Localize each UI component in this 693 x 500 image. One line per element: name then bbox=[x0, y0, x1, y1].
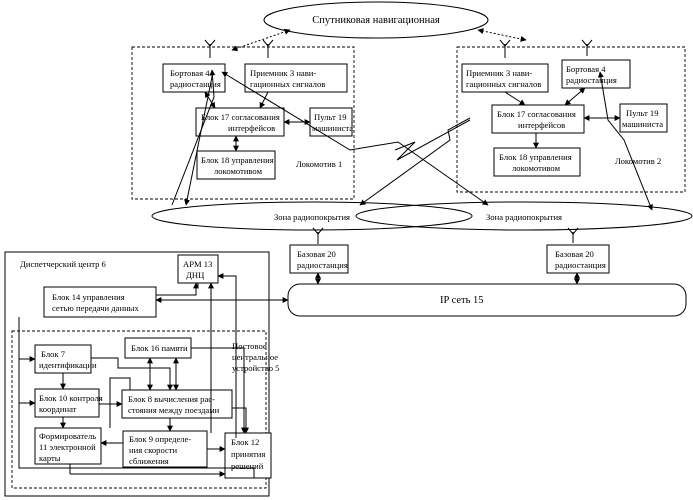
loco2-receiver-line2: гационных сигналов bbox=[466, 79, 541, 89]
coverage-left-label: Зона радиопокрытия bbox=[274, 212, 350, 222]
loco1-interface-block: Блок 17 согласования интерфейсов bbox=[196, 108, 284, 136]
coverage-zone-right: Зона радиопокрытия bbox=[356, 202, 692, 230]
dispatch-center: Диспетчерский центр 6 АРМ 13 ДНЦ Блок 14… bbox=[5, 252, 288, 496]
former-line3: карты bbox=[39, 453, 61, 463]
distance-line2: стояния между поездами bbox=[128, 405, 220, 415]
net-control-line1: Блок 14 управления bbox=[52, 292, 125, 302]
coord-line2: координат bbox=[39, 404, 77, 414]
loco2-interface-block: Блок 17 согласования интерфейсов bbox=[492, 105, 584, 133]
speed-block: Блок 9 определе- ния скорости сближения bbox=[123, 431, 207, 467]
ip-network-label: IP сеть 15 bbox=[440, 295, 484, 306]
loco2-interface-line2: интерфейсов bbox=[518, 120, 565, 130]
ident-line2: идентификации bbox=[39, 360, 97, 370]
base-left-line1: Базовая 20 bbox=[297, 249, 336, 259]
loco1-radio-line1: Бортовая 4 bbox=[170, 68, 210, 78]
loco1-antenna-a bbox=[205, 40, 215, 58]
loco1-interface-line2: интерфейсов bbox=[228, 123, 275, 133]
loco1-interface-line1: Блок 17 согласования bbox=[201, 112, 280, 122]
net-control-line2: сетью передачи данных bbox=[52, 303, 139, 313]
coord-line1: Блок 10 контроля bbox=[39, 393, 103, 403]
coverage-right-label: Зона радиопокрытия bbox=[486, 212, 562, 222]
ip-network: IP сеть 15 bbox=[288, 273, 686, 316]
loco1-control-line1: Блок 18 управления bbox=[201, 155, 274, 165]
loco2-control-block: Блок 18 управления локомотивом bbox=[494, 148, 580, 176]
loco2-antenna-b bbox=[582, 40, 592, 56]
speed-line1: Блок 9 определе- bbox=[129, 434, 191, 444]
loco1-driver-console: Пульт 19 машиниста bbox=[310, 108, 353, 136]
loco2-caption: Локомотив 2 bbox=[615, 156, 661, 166]
distance-block: Блок 8 вычисления рас- стояния между пое… bbox=[122, 390, 232, 418]
former-line2: 11 электронной bbox=[39, 442, 96, 452]
loco1-control-line2: локомотивом bbox=[214, 166, 263, 176]
decision-line1: Блок 12 bbox=[231, 437, 259, 447]
decision-line2: принятия bbox=[231, 449, 265, 459]
loco2-interface-line1: Блок 17 согласования bbox=[497, 109, 576, 119]
base-right-antenna bbox=[568, 228, 578, 243]
base-right-line1: Базовая 20 bbox=[555, 249, 594, 259]
satellite-label: Спутниковая навигационная bbox=[312, 15, 440, 26]
locomotive-2: Приемник 3 нави- гационных сигналов Борт… bbox=[457, 40, 685, 192]
decision-block: Блок 12 принятия решений bbox=[225, 433, 271, 478]
arm-workstation: АРМ 13 ДНЦ bbox=[178, 255, 218, 283]
arm-line1: АРМ 13 bbox=[183, 259, 212, 269]
central-title-line1: Постовое bbox=[232, 341, 267, 351]
network-control-block: Блок 14 управления сетью передачи данных bbox=[44, 287, 156, 317]
former-line1: Формирователь bbox=[39, 431, 96, 441]
loco1-antenna-b bbox=[263, 40, 273, 58]
locomotive-1: Бортовая 4 радиостанция Приемник 3 нави-… bbox=[132, 40, 354, 199]
loco1-console-line1: Пульт 19 bbox=[314, 112, 347, 122]
loco1-caption: Локомотив 1 bbox=[296, 159, 342, 169]
base-right-line2: радиостанция bbox=[555, 260, 606, 270]
loco2-driver-console: Пульт 19 машиниста bbox=[620, 104, 667, 132]
loco1-receiver-line1: Приемник 3 нави- bbox=[250, 68, 316, 78]
speed-line2: ния скорости bbox=[129, 445, 178, 455]
central-title-line3: устройство 5 bbox=[232, 363, 279, 373]
loco1-console-line2: машиниста bbox=[312, 123, 353, 133]
loco2-control-line2: локомотивом bbox=[512, 163, 561, 173]
loco2-console-line2: машиниста bbox=[622, 119, 663, 129]
distance-line1: Блок 8 вычисления рас- bbox=[128, 394, 215, 404]
base-station-left: Базовая 20 радиостанция bbox=[290, 228, 348, 273]
loco1-nav-receiver: Приемник 3 нави- гационных сигналов bbox=[245, 64, 347, 92]
coordinate-control-block: Блок 10 контроля координат bbox=[35, 389, 103, 417]
loco2-receiver-line1: Приемник 3 нави- bbox=[466, 68, 532, 78]
coverage-zone-left: Зона радиопокрытия bbox=[152, 202, 472, 230]
loco2-radio-station: Бортовая 4 радиостанция bbox=[562, 60, 630, 88]
map-former-block: Формирователь 11 электронной карты bbox=[35, 428, 101, 464]
identification-block: Блок 7 идентификации bbox=[35, 345, 97, 373]
ident-line1: Блок 7 bbox=[41, 349, 66, 359]
loco2-radio-line2: радиостанция bbox=[566, 75, 617, 85]
loco2-control-line1: Блок 18 управления bbox=[499, 152, 572, 162]
satellite-navigation: Спутниковая навигационная bbox=[264, 2, 488, 38]
loco1-control-block: Блок 18 управления локомотивом bbox=[197, 151, 275, 179]
central-title-line2: центральное bbox=[232, 352, 278, 362]
decision-line3: решений bbox=[231, 461, 264, 471]
memory-label: Блок 16 памяти bbox=[131, 343, 188, 353]
memory-block: Блок 16 памяти bbox=[125, 338, 191, 358]
base-station-right: Базовая 20 радиостанция bbox=[547, 228, 609, 273]
speed-line3: сближения bbox=[129, 456, 169, 466]
loco2-antenna-a bbox=[500, 40, 510, 58]
loco2-nav-receiver: Приемник 3 нави- гационных сигналов bbox=[462, 64, 548, 92]
loco1-receiver-line2: гационных сигналов bbox=[250, 79, 325, 89]
dispatch-title: Диспетчерский центр 6 bbox=[20, 259, 107, 269]
loco1-radio-station: Бортовая 4 радиостанция bbox=[163, 64, 225, 92]
arm-line2: ДНЦ bbox=[186, 270, 204, 280]
loco2-console-line1: Пульт 19 bbox=[626, 108, 659, 118]
base-left-line2: радиостанция bbox=[297, 260, 348, 270]
